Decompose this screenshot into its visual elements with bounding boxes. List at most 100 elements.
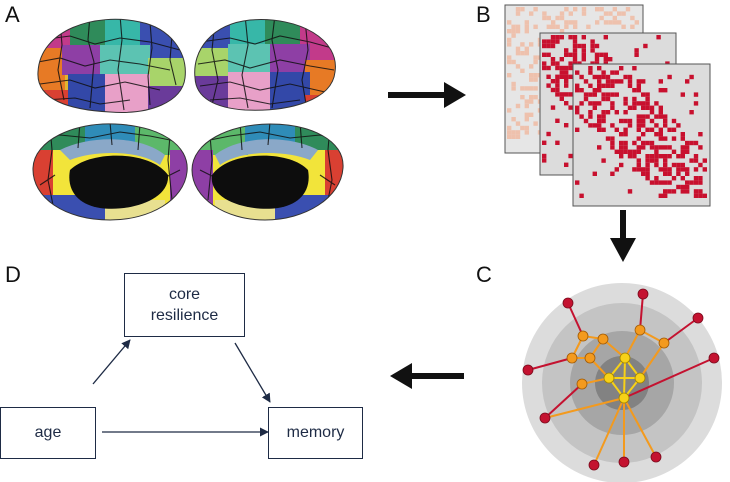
matrix-cell (603, 52, 608, 57)
panel-label-c: C (476, 262, 492, 287)
matrix-cell (627, 154, 633, 159)
matrix-cell (667, 171, 672, 176)
matrix-cell (680, 176, 685, 181)
matrix-cell (546, 74, 551, 79)
matrix-cell (568, 65, 573, 71)
matrix-cell (568, 35, 573, 40)
matrix-cell (685, 189, 690, 194)
matrix-cell (610, 136, 615, 141)
matrix-cell (663, 193, 668, 198)
matrix-cell (542, 11, 547, 16)
matrix-cell (511, 117, 516, 122)
matrix-cell (619, 154, 624, 159)
matrix-cell (550, 105, 556, 110)
matrix-cell (623, 127, 628, 132)
matrix-cell (634, 20, 639, 25)
matrix-cell (610, 171, 615, 176)
matrix-cell (507, 59, 512, 65)
matrix-cell (581, 48, 586, 53)
matrix-cell (599, 52, 604, 57)
matrix-cell (559, 11, 565, 16)
matrix-cell (663, 154, 668, 159)
matrix-cell (658, 132, 663, 137)
matrix-cell (564, 65, 569, 71)
matrix-cell (680, 184, 685, 190)
matrix-cell (627, 149, 633, 154)
matrix-cell (654, 154, 659, 159)
matrix-cell (658, 145, 663, 150)
matrix-cell (572, 57, 578, 62)
matrix-cell (689, 74, 694, 80)
matrix-cell (632, 66, 637, 71)
matrix-cell (507, 29, 512, 34)
matrix-cell (555, 83, 560, 88)
matrix-cell (654, 132, 659, 137)
matrix-cell (654, 180, 659, 185)
matrix-cell (632, 105, 637, 110)
matrix-cell (632, 154, 637, 159)
matrix-cell (603, 57, 608, 62)
matrix-cell (649, 140, 655, 146)
matrix-cell (579, 88, 584, 93)
matrix-cell (529, 73, 534, 78)
matrix-cell (579, 74, 584, 80)
matrix-cell (546, 83, 551, 88)
matrix-cell (636, 149, 641, 154)
matrix-cell (676, 171, 681, 176)
matrix-cell (564, 7, 569, 12)
matrix-cell (610, 101, 615, 106)
matrix-cell (612, 15, 617, 21)
matrix-cell (555, 79, 560, 84)
matrix-cell (546, 65, 551, 71)
matrix-cell (632, 88, 637, 93)
matrix-cell (680, 154, 685, 159)
matrix-cell (623, 74, 628, 80)
matrix-cell (529, 86, 534, 91)
matrix-cell (603, 11, 609, 16)
matrix-cell (623, 140, 628, 146)
matrix-cell (588, 101, 593, 106)
matrix-cell (564, 83, 569, 88)
matrix-cell (619, 145, 624, 150)
matrix-cell (702, 158, 707, 163)
matrix-cell (614, 92, 619, 97)
matrix-cell (680, 92, 685, 97)
matrix-cell (698, 162, 703, 168)
matrix-cell (559, 29, 565, 34)
matrix-cell (645, 114, 650, 119)
matrix-cell (610, 79, 615, 84)
matrix-cell (610, 70, 615, 75)
matrix-cell (594, 43, 600, 49)
matrix-cell (529, 112, 534, 117)
matrix-cell (667, 127, 672, 132)
matrix-cell (605, 136, 611, 141)
matrix-cell (559, 70, 564, 75)
matrix-cell (656, 35, 661, 40)
mediator-box: core resilience (124, 273, 245, 337)
outcome-box: memory (268, 407, 363, 459)
matrix-cell (583, 79, 589, 84)
matrix-cell (693, 180, 699, 185)
matrix-cell (595, 20, 600, 25)
matrix-cell (603, 20, 609, 25)
matrix-cell (524, 103, 529, 109)
matrix-cell (608, 57, 613, 62)
matrix-cell (573, 24, 578, 29)
matrix-cell (568, 61, 573, 66)
matrix-cell (597, 127, 602, 132)
matrix-cell (520, 7, 525, 12)
matrix-cell (511, 130, 516, 135)
matrix-cell (645, 154, 650, 159)
matrix-cell (627, 83, 633, 88)
matrix-cell (568, 105, 573, 110)
matrix-cell (542, 158, 547, 163)
matrix-cell (601, 110, 606, 115)
matrix-cell (614, 70, 619, 75)
matrix-cell (542, 153, 547, 159)
matrix-cell (542, 61, 547, 66)
matrix-cell (667, 180, 672, 185)
matrix-cell (689, 180, 694, 185)
matrix-cell (658, 110, 663, 115)
matrix-cell (586, 24, 591, 29)
matrix-cell (546, 15, 551, 21)
